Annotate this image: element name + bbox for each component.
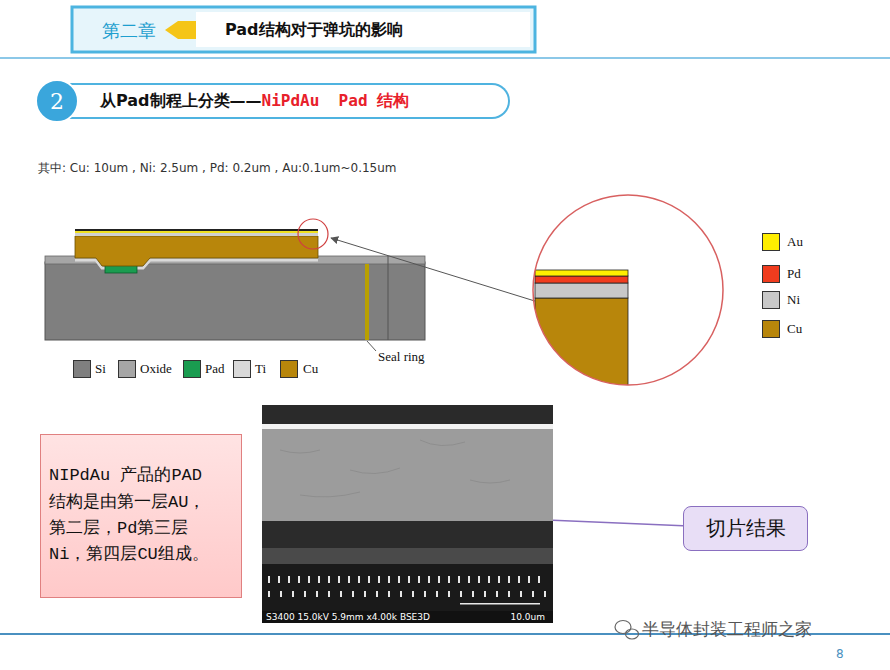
chapter-label: 第二章 xyxy=(102,19,156,43)
legend-text: Oxide xyxy=(140,361,172,377)
ni-layer xyxy=(75,233,318,236)
legend-swatch xyxy=(280,360,298,378)
chapter-tab: 第二章 xyxy=(82,12,194,50)
magnified-stack xyxy=(535,270,628,398)
watermark: 半导体封装工程师之家 xyxy=(642,618,812,641)
legend-swatch xyxy=(183,360,201,378)
legend-text: Ni xyxy=(787,292,800,308)
wechat-icon xyxy=(615,621,639,640)
legend-text: Au xyxy=(787,234,803,250)
legend-swatch xyxy=(762,233,780,251)
callout-box: 切片结果 xyxy=(683,506,808,551)
legend-swatch xyxy=(762,265,780,283)
seal-ring-label: Seal ring xyxy=(378,349,425,365)
callout-text: 切片结果 xyxy=(706,515,786,542)
legend-swatch xyxy=(762,291,780,309)
seal-ring-leader xyxy=(367,341,376,351)
legend-swatch xyxy=(118,360,136,378)
top-rule xyxy=(0,57,890,59)
callout-pointer xyxy=(553,520,683,526)
header-frame xyxy=(72,7,535,52)
section-heading-highlight: NiPdAu Pad 结构 xyxy=(262,91,410,112)
pd-au-layer xyxy=(75,231,318,233)
si-substrate xyxy=(45,262,425,340)
section-banner: 从Pad制程上分类——NiPdAu Pad 结构 xyxy=(62,83,510,119)
top-layer xyxy=(75,229,318,231)
page-title: Pad结构对于弹坑的影响 xyxy=(225,20,403,41)
zoom-leader xyxy=(331,238,538,302)
section-number-circle: 2 xyxy=(35,79,79,123)
sem-image-box: S3400 15.0kV 5.9mm x4.00k BSE3D 10.0um xyxy=(262,405,553,623)
header-arrow xyxy=(165,21,196,39)
zoom-mark xyxy=(298,219,328,249)
sem-info: S3400 15.0kV 5.9mm x4.00k BSE3D xyxy=(266,612,430,622)
page-number: 8 xyxy=(836,647,844,661)
legend-swatch xyxy=(233,360,251,378)
legend-text: Cu xyxy=(787,321,802,337)
note-text: NIPdAu 产品的PAD 结构是由第一层AU， 第二层，Pd第三层 Ni，第四… xyxy=(49,463,233,568)
seal-ring xyxy=(365,264,369,340)
legend-text: Pad xyxy=(205,361,225,377)
scale-label: 10.0um xyxy=(510,612,545,622)
legend-swatch xyxy=(762,320,780,338)
section-number: 2 xyxy=(50,89,64,114)
legend-text: Pd xyxy=(787,266,801,282)
legend-text: Ti xyxy=(255,361,266,377)
header-inner xyxy=(196,12,530,47)
magnifier-circle xyxy=(533,195,723,385)
note-box: NIPdAu 产品的PAD 结构是由第一层AU， 第二层，Pd第三层 Ni，第四… xyxy=(40,434,242,598)
legend-text: Cu xyxy=(303,361,318,377)
cu-layer xyxy=(75,236,318,266)
layer-thickness-note: 其中: Cu: 10um , Ni: 2.5um , Pd: 0.2um , A… xyxy=(38,160,397,177)
scribe-edge xyxy=(388,256,389,340)
legend-swatch xyxy=(73,360,91,378)
sem-image xyxy=(262,405,553,623)
section-heading: 从Pad制程上分类—— xyxy=(100,91,262,112)
legend-text: Si xyxy=(95,361,106,377)
